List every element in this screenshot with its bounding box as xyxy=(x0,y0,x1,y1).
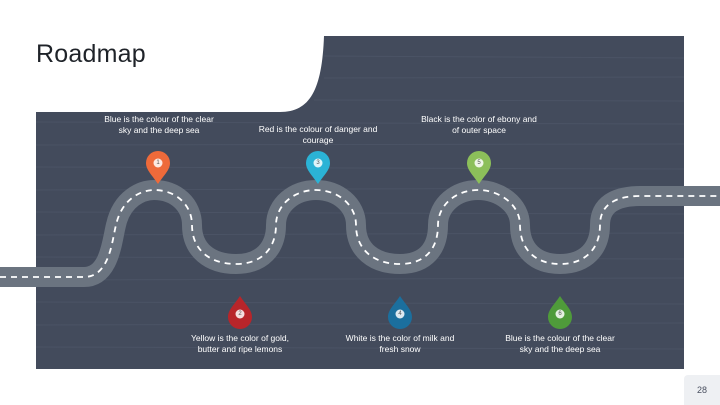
milestone-6-text: Blue is the colour of the clear sky and … xyxy=(505,333,615,354)
milestone-4-number: 4 xyxy=(398,311,402,317)
milestone-2-number: 2 xyxy=(238,311,242,317)
pin-5-icon xyxy=(467,151,491,184)
pin-6-icon xyxy=(548,296,572,329)
pin-3-icon xyxy=(306,151,330,184)
pin-1-icon xyxy=(146,151,170,184)
milestone-2-text: Yellow is the color of gold, butter and … xyxy=(191,333,289,354)
pin-4-icon xyxy=(388,296,412,329)
page-title: Roadmap xyxy=(36,40,146,68)
pin-2-icon xyxy=(228,296,252,329)
dark-panel xyxy=(36,36,684,369)
milestone-1-number: 1 xyxy=(156,160,160,166)
ruled-lines xyxy=(35,55,685,350)
milestone-3-text: Red is the colour of danger and courage xyxy=(258,124,378,145)
milestone-4-text: White is the color of milk and fresh sno… xyxy=(345,333,455,354)
milestone-1-text: Blue is the colour of the clear sky and … xyxy=(104,114,214,135)
road-dashes xyxy=(0,189,720,278)
milestone-5-text: Black is the color of ebony and of outer… xyxy=(421,114,537,135)
milestone-6-number: 6 xyxy=(558,311,562,317)
page-number: 28 xyxy=(684,375,720,405)
milestone-5-number: 5 xyxy=(477,160,481,166)
milestone-3-number: 3 xyxy=(316,160,320,166)
